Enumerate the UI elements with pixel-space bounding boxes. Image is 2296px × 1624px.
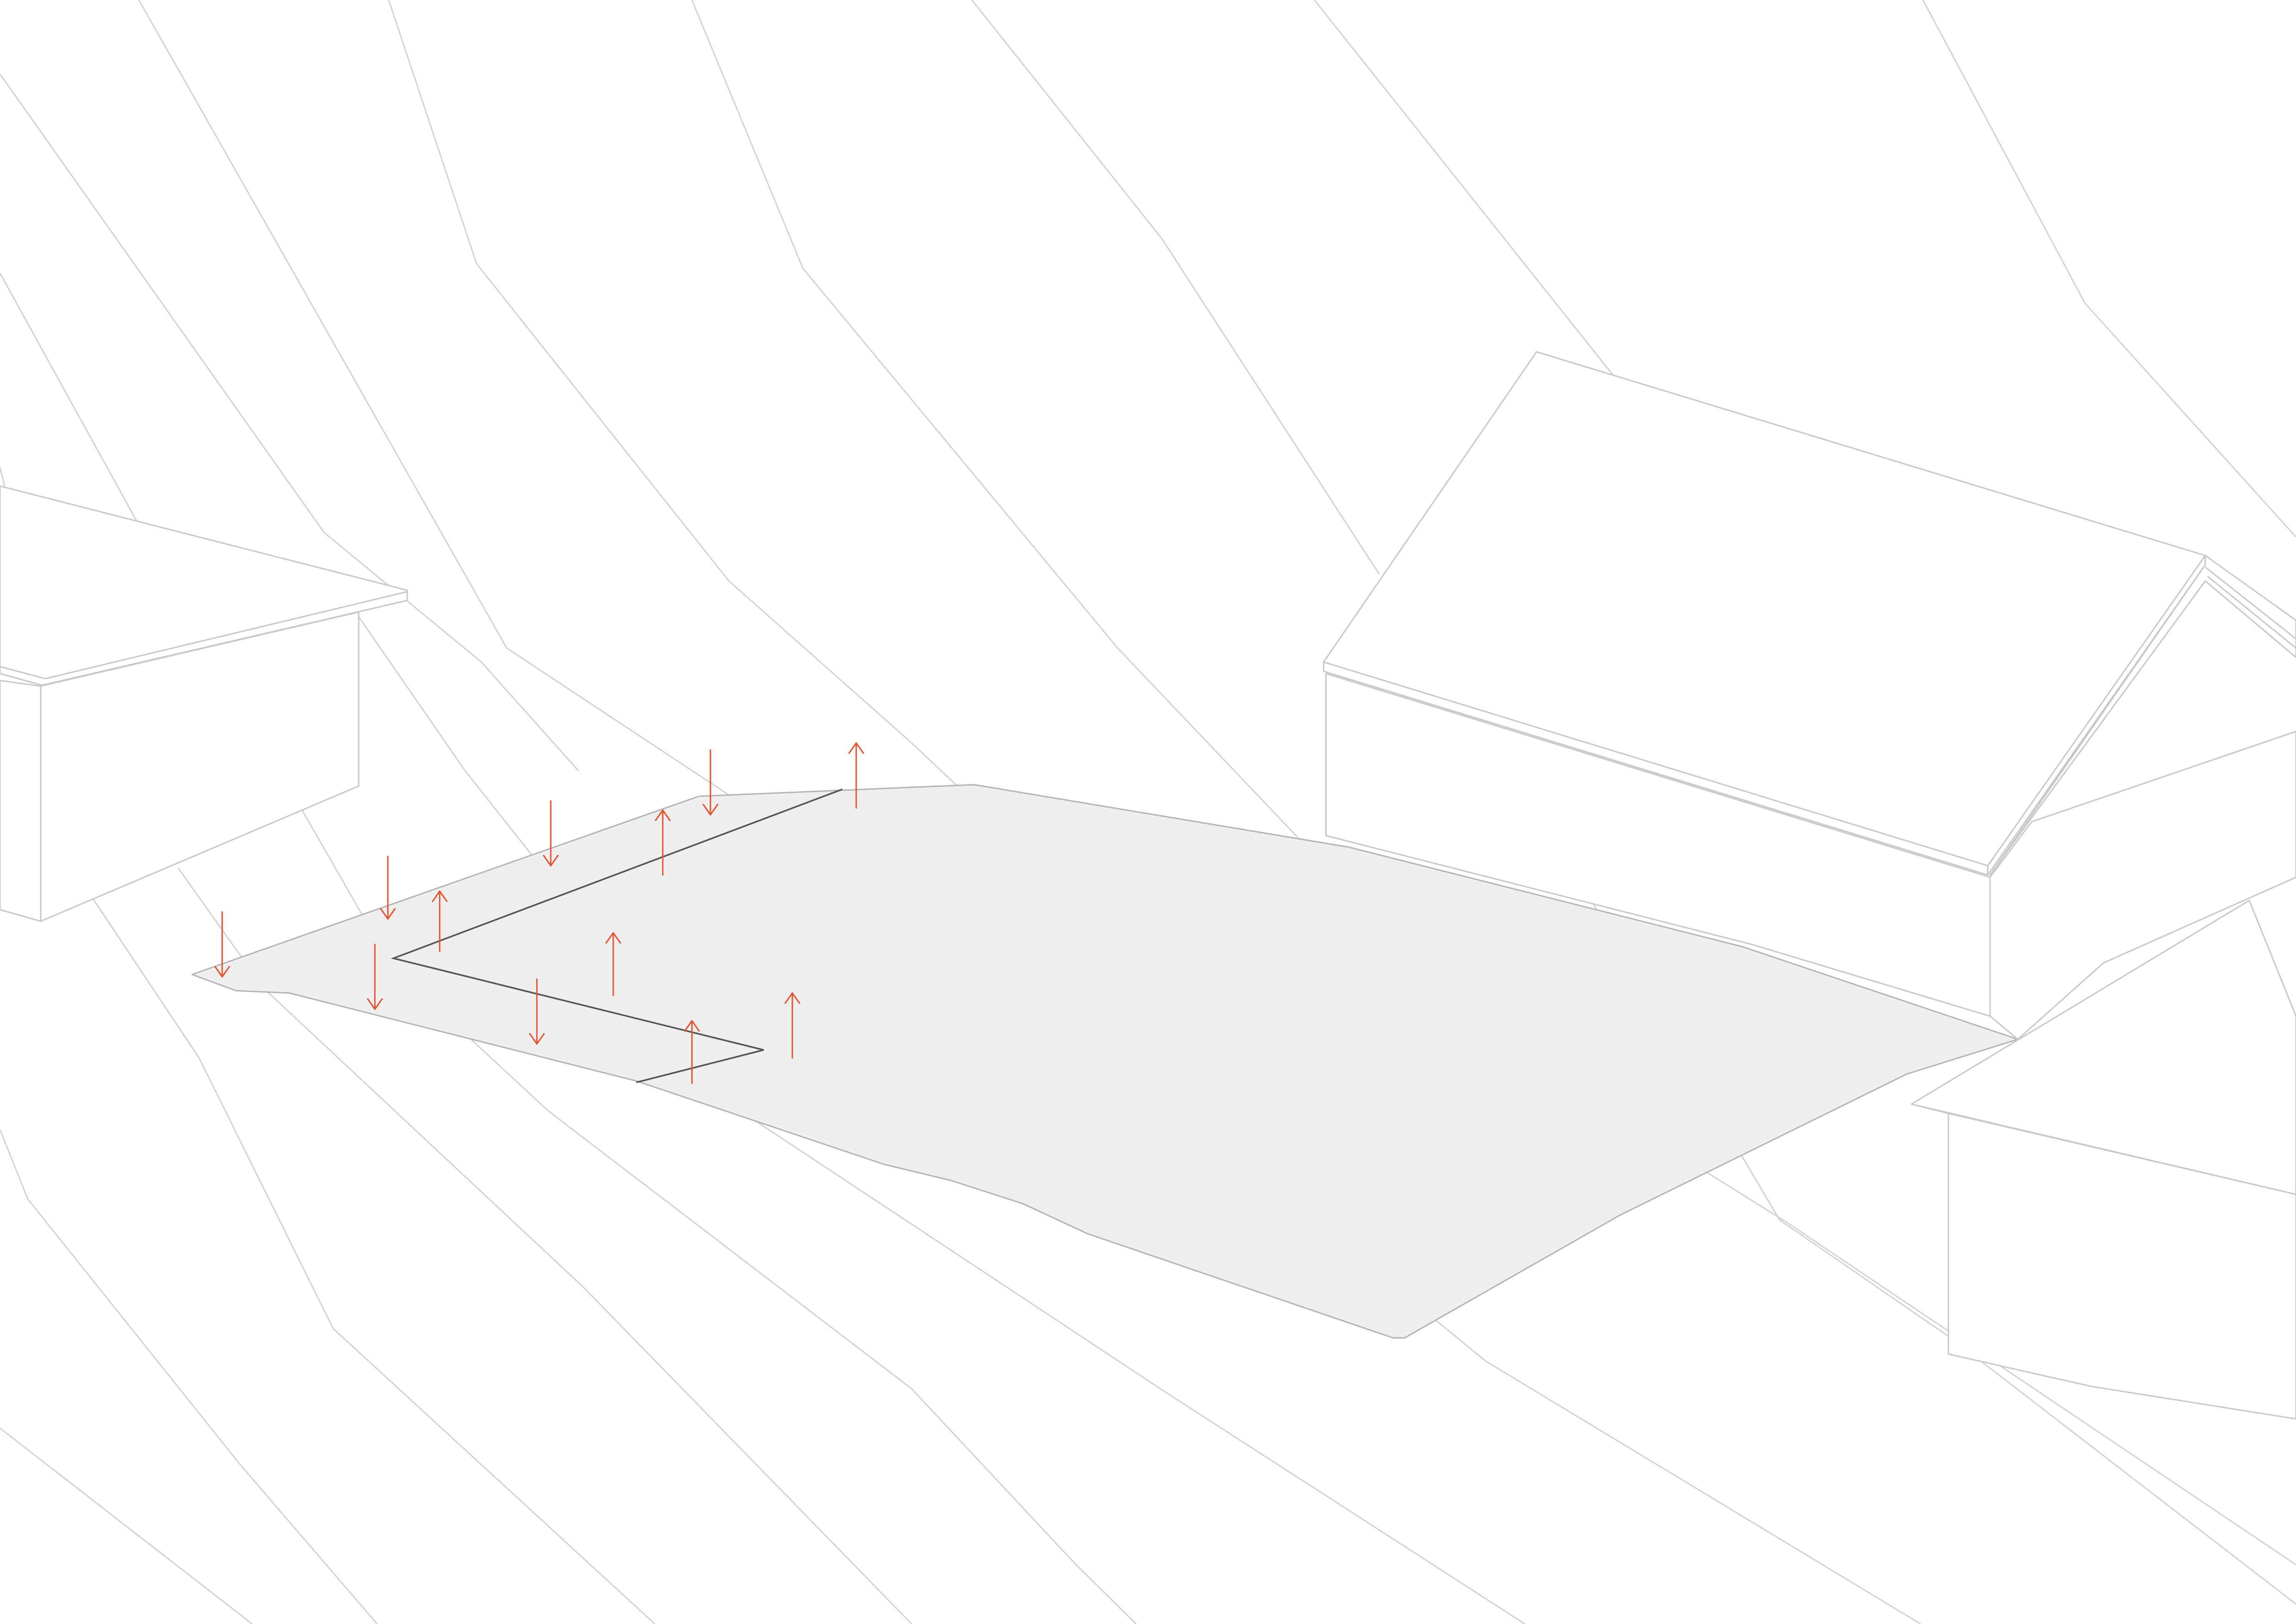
building-right xyxy=(1323,351,2296,1040)
site-area xyxy=(191,784,2019,1339)
arrows-group xyxy=(214,742,864,1084)
arrow-head xyxy=(703,804,718,816)
building-left xyxy=(0,485,408,922)
contour-line xyxy=(92,898,656,1624)
arrow-up-icon xyxy=(655,809,671,876)
arrow-head xyxy=(784,992,800,1004)
building-right-wall xyxy=(1325,673,1991,1017)
arrow-down-icon xyxy=(367,943,383,1010)
arrow-up-icon xyxy=(784,992,800,1059)
contour-line xyxy=(1922,0,2296,538)
contour-line xyxy=(1313,0,1614,375)
contour-line xyxy=(0,273,137,521)
arrow-head xyxy=(848,742,864,754)
building-lower-right xyxy=(1910,899,2296,1420)
arrow-head xyxy=(214,966,230,978)
arrow-down-icon xyxy=(214,911,230,978)
contour-line xyxy=(0,1427,253,1624)
building-right-gable-wall xyxy=(1989,731,2296,1040)
site-path-line xyxy=(391,788,843,1083)
building-lower-right-eave xyxy=(1911,1103,1949,1114)
arrow-head xyxy=(529,1033,545,1045)
building-right-roof-edge xyxy=(2205,566,2296,640)
building-right-roof-fascia xyxy=(1323,662,1989,876)
arrow-head xyxy=(605,932,621,944)
arrow-down-icon xyxy=(529,978,545,1045)
building-left-eave xyxy=(0,591,408,680)
arrow-up-icon xyxy=(848,742,864,809)
contour-line xyxy=(177,868,913,1624)
arrow-up-icon xyxy=(684,1020,700,1084)
arrow-up-icon xyxy=(605,932,621,996)
arrow-down-icon xyxy=(543,800,559,867)
building-right-roof-back xyxy=(1989,555,2296,876)
building-lower-right-wall xyxy=(1948,1112,2296,1420)
building-right-roof-edge xyxy=(2207,575,2296,649)
contour-line xyxy=(0,1129,378,1624)
arrow-up-icon xyxy=(432,890,448,952)
contour-line xyxy=(0,467,6,487)
arrow-head xyxy=(367,998,383,1010)
arrow-down-icon xyxy=(703,749,718,816)
site-platform xyxy=(191,784,2019,1339)
contour-line xyxy=(971,0,1380,575)
arrow-head xyxy=(543,855,559,867)
arrow-down-icon xyxy=(380,856,396,920)
arrow-head xyxy=(432,890,448,902)
arrow-head xyxy=(655,809,671,821)
arrow-head xyxy=(684,1020,700,1032)
arrow-head xyxy=(380,908,396,920)
